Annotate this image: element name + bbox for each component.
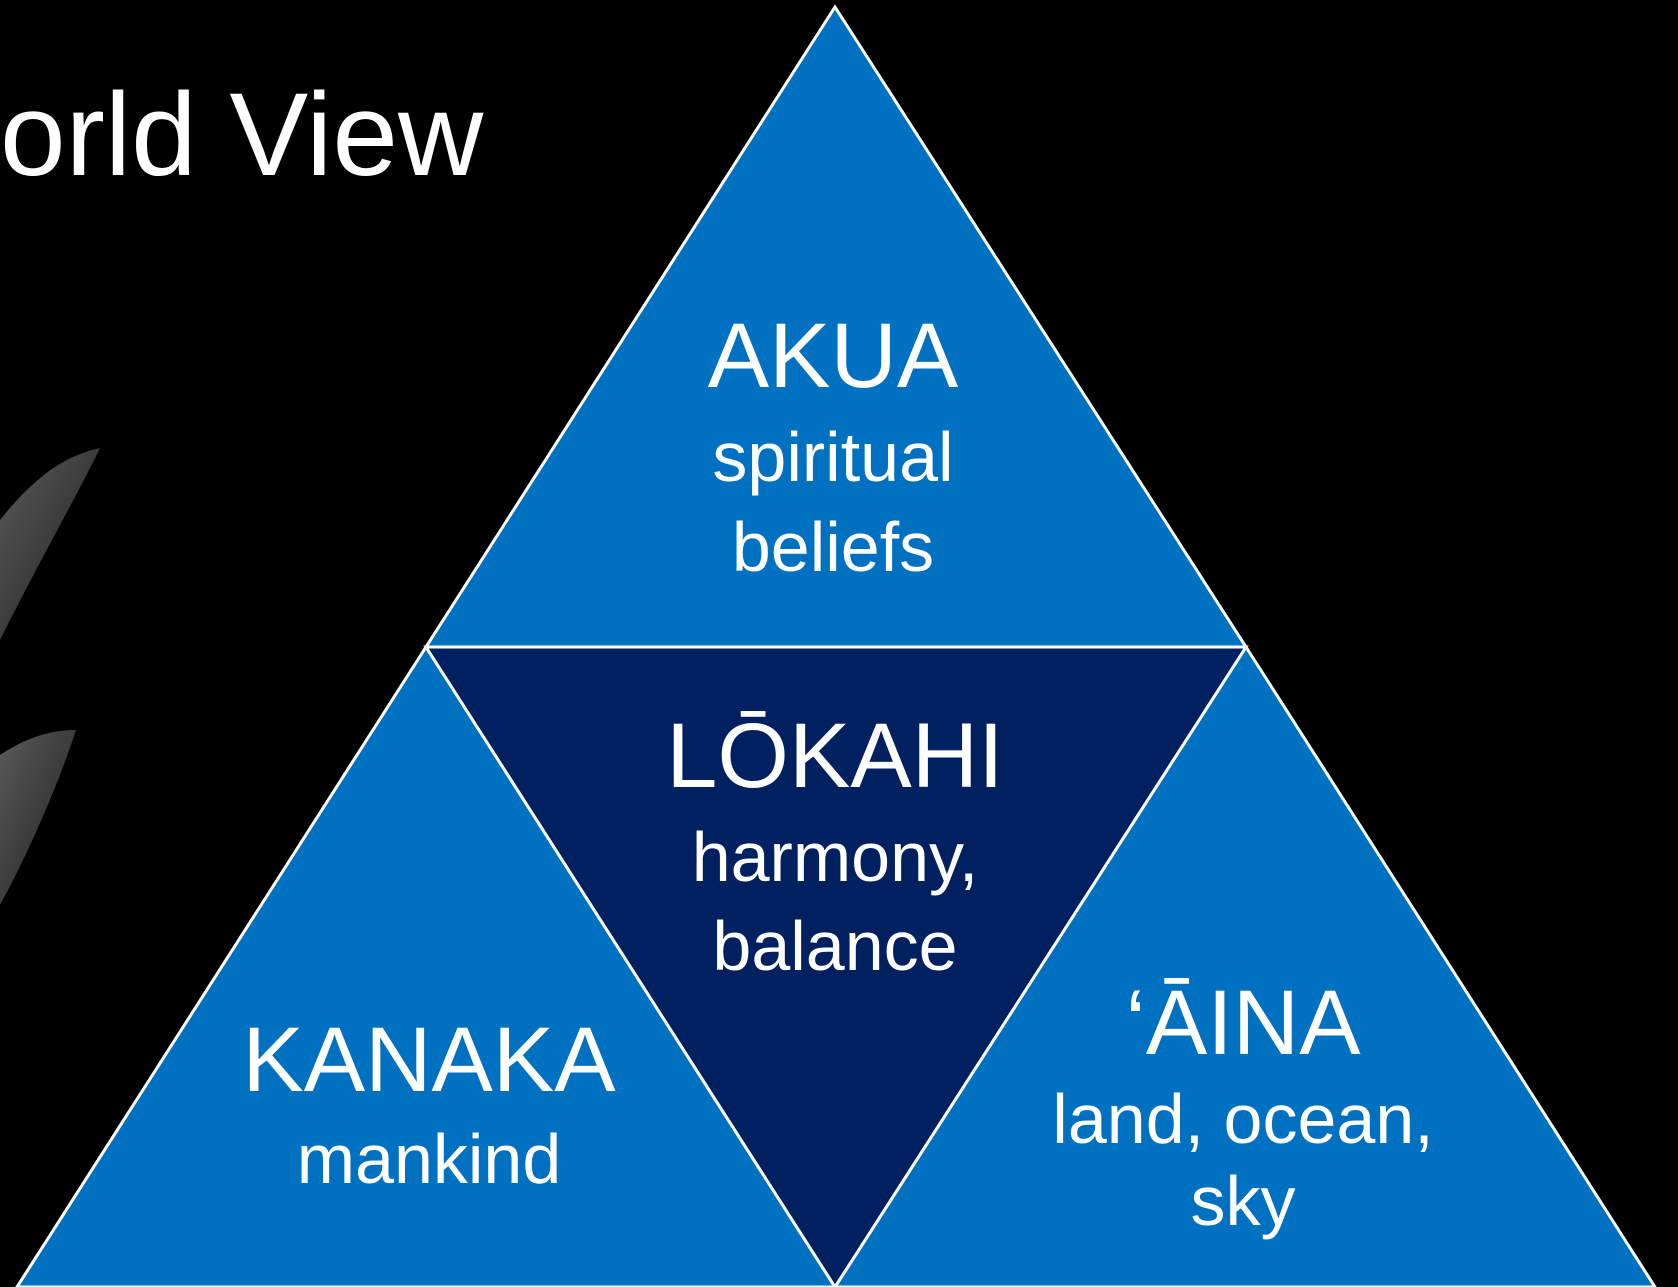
kanaka-label-group: KANAKA mankind	[242, 1009, 616, 1198]
aina-line-1: land, ocean,	[1052, 1080, 1433, 1158]
akua-heading: AKUA	[708, 305, 959, 407]
lokahi-heading: LŌKAHI	[666, 705, 1003, 807]
akua-line-2: beliefs	[732, 508, 934, 586]
lokahi-label-group: LŌKAHI harmony, balance	[666, 705, 1003, 985]
kanaka-line-1: mankind	[297, 1120, 562, 1198]
slide-title: orld View	[0, 69, 484, 201]
akua-line-1: spiritual	[712, 418, 953, 496]
lokahi-line-2: balance	[712, 907, 957, 985]
aina-line-2: sky	[1191, 1162, 1296, 1240]
akua-label-group: AKUA spiritual beliefs	[708, 305, 959, 586]
lokahi-line-1: harmony,	[692, 818, 979, 896]
kanaka-heading: KANAKA	[242, 1009, 616, 1111]
aina-heading: ‘ĀINA	[1125, 972, 1361, 1074]
